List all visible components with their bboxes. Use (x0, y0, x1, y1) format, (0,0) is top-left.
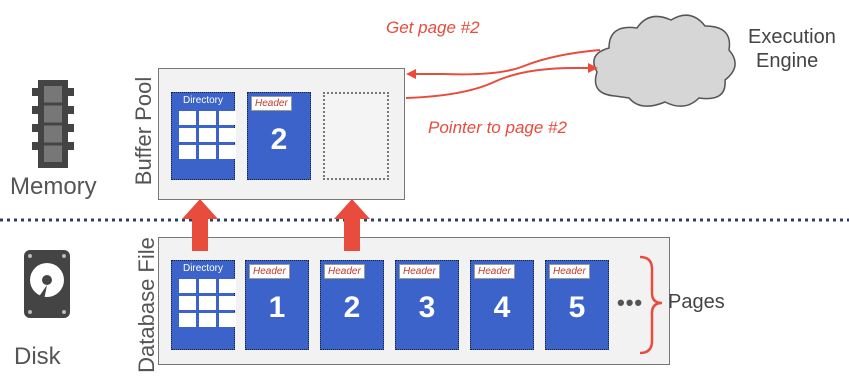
pages-brace-icon (639, 255, 663, 355)
execution-engine-line1: Execution (748, 26, 836, 48)
buffer-pool-label: Buffer Pool (131, 76, 156, 186)
buffer-pool-empty-frame (323, 92, 389, 180)
directory-title: Directory (182, 95, 223, 106)
load-directory-arrow (182, 199, 218, 251)
page-number: 5 (568, 291, 586, 324)
page-header-label: Header (549, 264, 590, 279)
database-directory-page: Directory (171, 260, 236, 350)
response-label: Pointer to page #2 (428, 118, 567, 137)
page-header-label: Header (474, 264, 515, 279)
database-file-label: Database File (134, 237, 159, 373)
page-number: 2 (270, 123, 288, 156)
request-label: Get page #2 (386, 18, 480, 37)
execution-engine-cloud-icon (593, 14, 736, 107)
page-number: 2 (343, 291, 361, 324)
buffer-pool-page-2: Header 2 (247, 92, 311, 180)
execution-engine-line2: Engine (756, 50, 819, 72)
memory-label: Memory (10, 173, 97, 200)
hard-disk-icon (24, 250, 70, 318)
more-pages-ellipsis: ••• (617, 290, 644, 315)
buffer-pool-directory-page: Directory (171, 92, 236, 180)
load-page-arrow (334, 199, 370, 251)
database-page-5: Header 5 (545, 260, 609, 350)
directory-grid (179, 111, 236, 159)
page-number: 4 (493, 291, 511, 324)
page-header-label: Header (399, 264, 440, 279)
database-file-box: Directory Header 1 Header 2 Header 3 Hea… (158, 237, 670, 365)
disk-label: Disk (14, 343, 61, 370)
page-header-label: Header (251, 96, 292, 111)
memory-chip-icon (32, 80, 74, 168)
page-header-label: Header (249, 264, 290, 279)
page-header-label: Header (324, 264, 365, 279)
buffer-pool-box: Directory Header 2 (158, 68, 405, 200)
pages-label: Pages (668, 291, 725, 313)
database-page-1: Header 1 (245, 260, 309, 350)
database-page-2: Header 2 (320, 260, 384, 350)
directory-grid (179, 279, 236, 327)
request-response-arrows (405, 49, 601, 99)
page-number: 3 (418, 291, 436, 324)
directory-title: Directory (182, 263, 223, 274)
page-number: 1 (268, 291, 286, 324)
database-page-3: Header 3 (395, 260, 459, 350)
database-page-4: Header 4 (470, 260, 534, 350)
memory-disk-separator (0, 218, 849, 222)
